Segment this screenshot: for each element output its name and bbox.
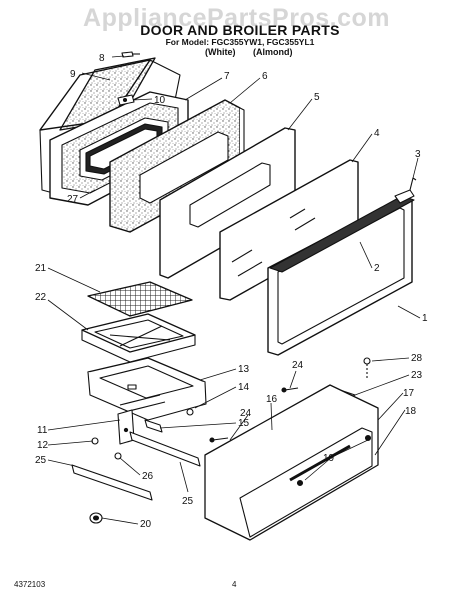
callout-9: 9 xyxy=(70,69,76,80)
part-20-roller xyxy=(89,512,103,524)
part-17-drawer-front xyxy=(204,384,379,541)
callout-6: 6 xyxy=(262,71,268,82)
callout-25-left: 25 xyxy=(35,455,47,466)
part-24-screw-upper xyxy=(281,387,299,393)
part-22-broiler-pan xyxy=(81,313,196,363)
part-8-screw xyxy=(121,51,140,58)
callout-7: 7 xyxy=(224,71,230,82)
callout-25-right: 25 xyxy=(182,496,194,507)
part-10-bracket xyxy=(117,94,135,106)
callout-12: 12 xyxy=(37,440,49,451)
part-3-top-trim xyxy=(269,177,417,273)
callout-1: 1 xyxy=(422,313,428,324)
variant-almond: (Almond) xyxy=(253,47,293,57)
part-25-rail-right xyxy=(129,431,201,467)
variant-white: (White) xyxy=(205,47,236,57)
callout-28: 28 xyxy=(411,353,423,364)
watermark: AppliancePartsPros.com xyxy=(83,4,390,32)
callout-19: 19 xyxy=(323,453,335,464)
callout-20: 20 xyxy=(140,519,152,530)
callout-13: 13 xyxy=(238,364,250,375)
callout-21: 21 xyxy=(35,263,47,274)
part-24-screw-lower xyxy=(209,437,229,443)
callout-16: 16 xyxy=(266,394,278,405)
part-21-broiler-grid xyxy=(87,281,193,317)
callout-4: 4 xyxy=(374,128,380,139)
part-26-screw xyxy=(114,452,122,460)
part-28-screw xyxy=(363,357,371,378)
part-7-inner-door xyxy=(49,91,189,206)
diagram-title: DOOR AND BROILER PARTS xyxy=(140,22,340,38)
callout-3: 3 xyxy=(415,149,421,160)
callout-17: 17 xyxy=(403,388,415,399)
callout-11: 11 xyxy=(37,425,48,436)
part-14-clip xyxy=(186,408,194,416)
callout-24-lower: 24 xyxy=(240,408,252,419)
model-line: For Model: FGC355YW1, FGC355YL1 xyxy=(165,37,315,47)
callout-23: 23 xyxy=(411,370,423,381)
part-13-broiler-drawer xyxy=(87,357,207,421)
callout-labels: 8 9 7 6 10 5 4 3 27 2 21 1 22 13 14 24 2… xyxy=(35,53,428,530)
part-15-bracket xyxy=(144,419,163,433)
callout-22: 22 xyxy=(35,292,47,303)
callout-5: 5 xyxy=(314,92,320,103)
callout-10: 10 xyxy=(154,95,166,106)
callout-24-upper: 24 xyxy=(292,360,304,371)
part-25-rail-left xyxy=(71,464,153,501)
callout-8: 8 xyxy=(99,53,105,64)
callout-26: 26 xyxy=(142,471,154,482)
callout-14: 14 xyxy=(238,382,250,393)
callout-18: 18 xyxy=(405,406,417,417)
doc-number: 4372103 xyxy=(14,580,46,589)
callout-15: 15 xyxy=(238,418,250,429)
page-number: 4 xyxy=(232,580,237,589)
callout-2: 2 xyxy=(374,263,380,274)
leader-lines xyxy=(47,55,421,525)
callout-27: 27 xyxy=(67,194,79,205)
